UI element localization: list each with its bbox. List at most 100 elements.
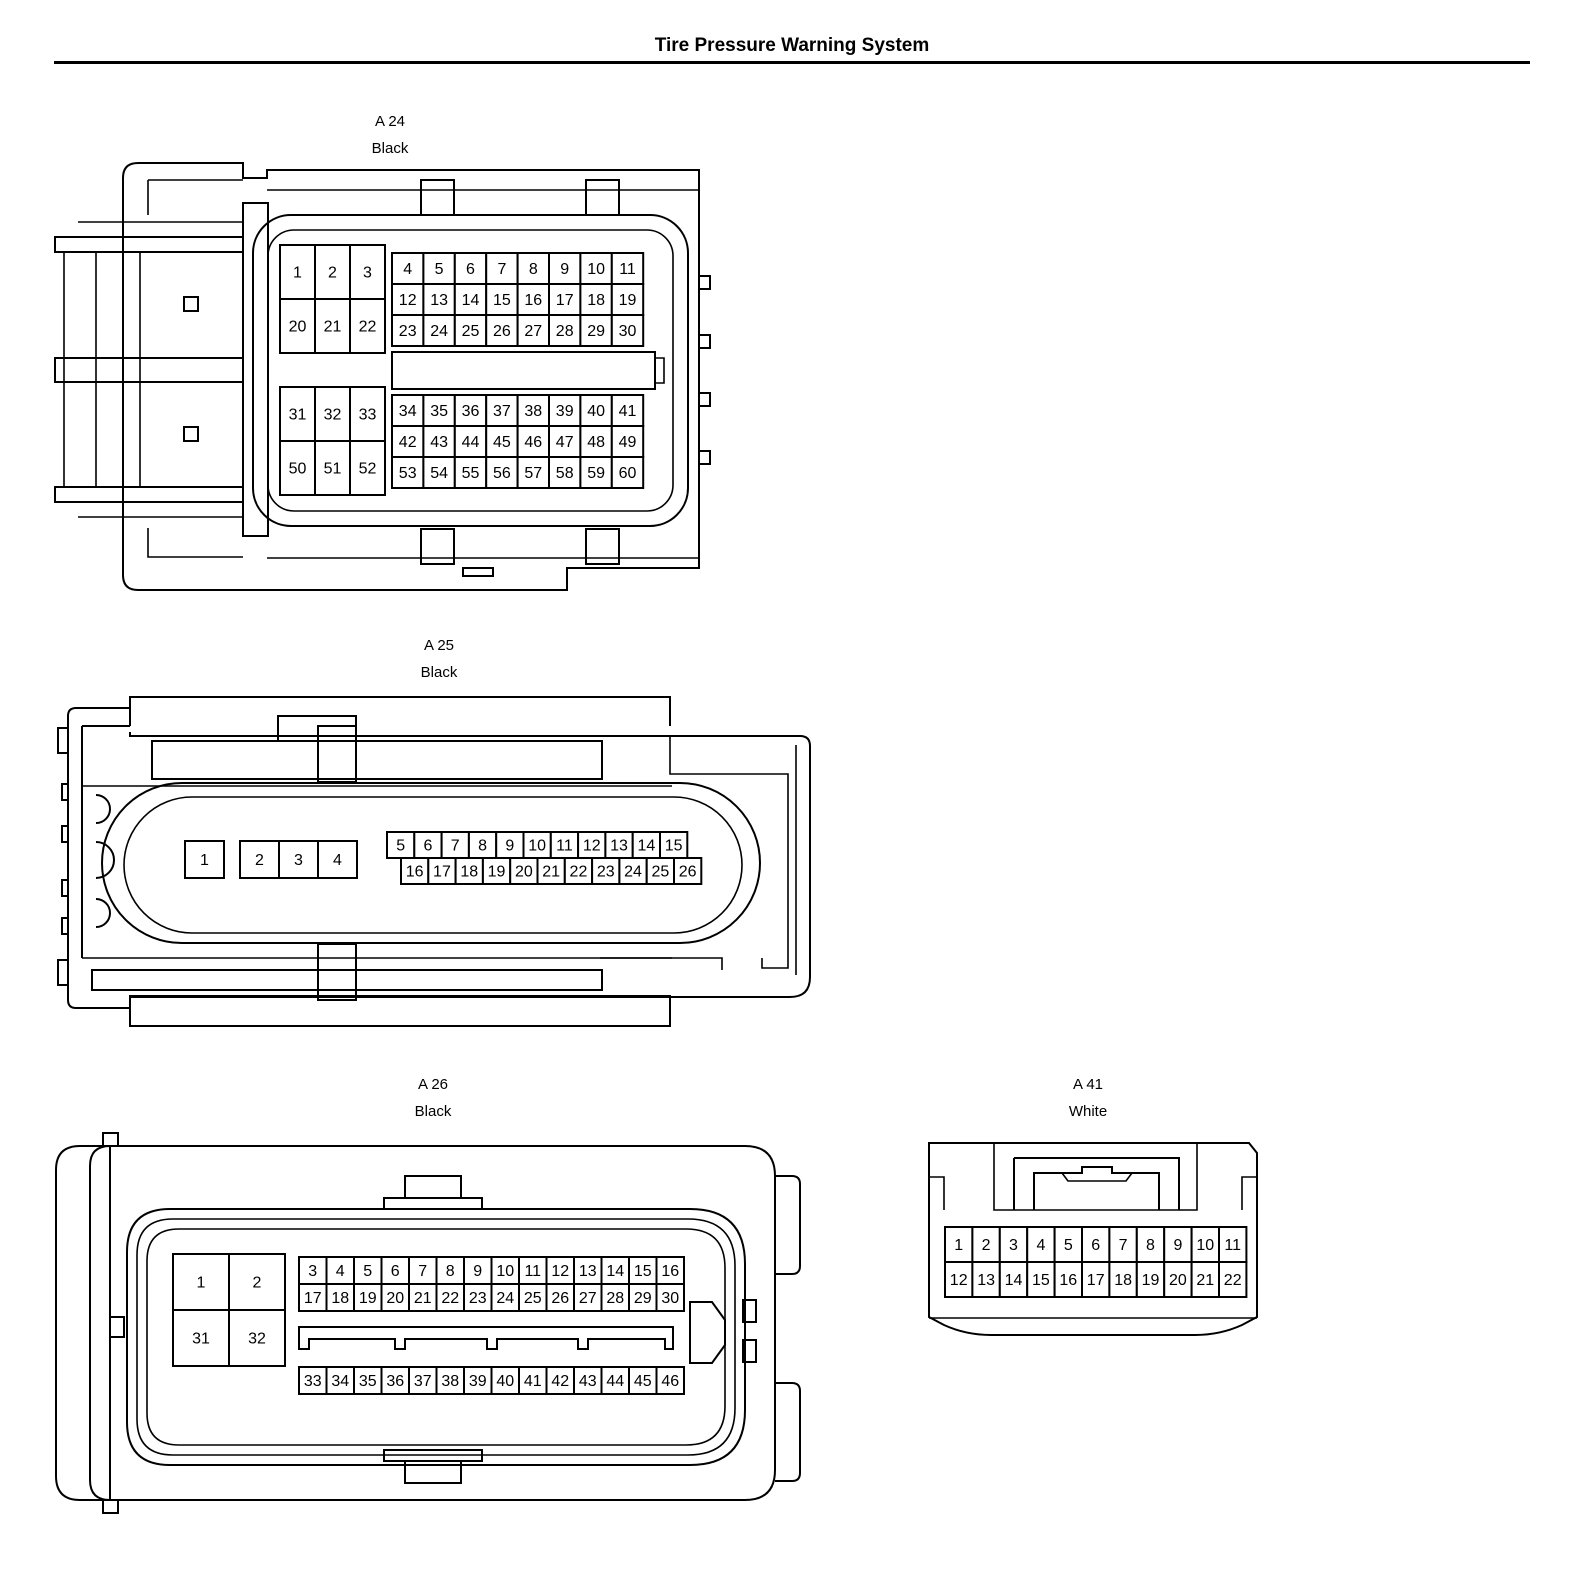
a25-pin-24-label: 24 xyxy=(624,864,642,881)
page-title: Tire Pressure Warning System xyxy=(654,35,930,56)
a26-pin-43-cavity xyxy=(573,1366,603,1395)
a24-pin-12-label: 12 xyxy=(399,292,417,309)
connector-a24-id: A 24 xyxy=(374,113,406,130)
a25-pin-5-label: 5 xyxy=(396,838,405,855)
a24-pin-24-cavity xyxy=(422,314,456,347)
a24-pin-3-label: 3 xyxy=(363,265,372,282)
a24-pin-45-label: 45 xyxy=(493,434,511,451)
a24-pin-26-label: 26 xyxy=(493,323,511,340)
a24-pin-58-cavity xyxy=(548,456,582,489)
a24-pin-52-cavity xyxy=(349,440,386,496)
a41-pin-2-label: 2 xyxy=(982,1237,991,1254)
a25-pin-24-cavity xyxy=(618,857,648,885)
a24-pin-54-label: 54 xyxy=(430,465,448,482)
a24-pin-52-label: 52 xyxy=(359,461,377,478)
a41-pin-5-label: 5 xyxy=(1064,1237,1073,1254)
a26-pin-13-label: 13 xyxy=(579,1263,597,1280)
a41-pin-11-cavity xyxy=(1218,1226,1248,1263)
a26-pin-4-cavity xyxy=(325,1256,355,1285)
a24-pin-56-label: 56 xyxy=(493,465,511,482)
a26-pin-36-cavity xyxy=(380,1366,410,1395)
a26-pin-34-label: 34 xyxy=(331,1373,349,1390)
a26-pin-24-cavity xyxy=(490,1283,520,1312)
a25-pin-19-label: 19 xyxy=(488,864,506,881)
a26-pin-19-label: 19 xyxy=(359,1290,377,1307)
connector-a24-housing xyxy=(54,162,711,591)
a25-pin-15-label: 15 xyxy=(665,838,683,855)
a25-pin-16-cavity xyxy=(400,857,430,885)
a24-pin-59-label: 59 xyxy=(587,465,605,482)
a26-pin-40-label: 40 xyxy=(496,1373,514,1390)
a26-pin-20-label: 20 xyxy=(386,1290,404,1307)
connector-a26-color: Black xyxy=(414,1103,452,1120)
a25-pin-26-cavity xyxy=(673,857,703,885)
a26-pin-43-label: 43 xyxy=(579,1373,597,1390)
a24-pin-51-cavity xyxy=(314,440,351,496)
a24-pin-47-cavity xyxy=(548,425,582,458)
a24-pin-32-cavity xyxy=(314,386,351,442)
a24-pin-25-cavity xyxy=(453,314,488,347)
a26-pin-1-label: 1 xyxy=(197,1275,206,1292)
a26-pin-4-label: 4 xyxy=(336,1263,345,1280)
a41-pin-22-label: 22 xyxy=(1224,1272,1242,1289)
a41-pin-14-cavity xyxy=(998,1261,1029,1298)
a24-pin-11-label: 11 xyxy=(619,261,636,278)
a24-pin-31-cavity xyxy=(279,386,316,442)
a26-pin-22-label: 22 xyxy=(441,1290,459,1307)
a26-pin-36-label: 36 xyxy=(386,1373,404,1390)
a26-pin-20-cavity xyxy=(380,1283,410,1312)
a24-pin-4-label: 4 xyxy=(403,261,412,278)
a41-pin-1-label: 1 xyxy=(954,1237,963,1254)
a41-pin-18-label: 18 xyxy=(1114,1272,1132,1289)
a41-pin-15-label: 15 xyxy=(1032,1272,1050,1289)
a41-pin-16-label: 16 xyxy=(1059,1272,1077,1289)
a26-pin-9-cavity xyxy=(463,1256,493,1285)
page-header: Tire Pressure Warning System xyxy=(0,0,1584,70)
a26-pin-42-label: 42 xyxy=(551,1373,569,1390)
a41-pin-19-cavity xyxy=(1135,1261,1166,1298)
a26-pin-33-label: 33 xyxy=(304,1373,322,1390)
a25-pin-11-cavity xyxy=(549,831,580,859)
a24-pin-33-label: 33 xyxy=(359,407,377,424)
a24-pin-8-label: 8 xyxy=(529,261,538,278)
a41-pin-12-label: 12 xyxy=(950,1272,968,1289)
a24-pin-57-cavity xyxy=(516,456,550,489)
a24-pin-44-label: 44 xyxy=(462,434,480,451)
a26-pin-35-label: 35 xyxy=(359,1373,377,1390)
a25-pin-17-label: 17 xyxy=(433,864,451,881)
connector-a41-housing xyxy=(928,1142,1258,1336)
a25-pin-16-label: 16 xyxy=(406,864,424,881)
a24-pin-40-label: 40 xyxy=(587,403,605,420)
a24-pin-27-cavity xyxy=(516,314,550,347)
a26-pin-19-cavity xyxy=(353,1283,383,1312)
a24-pin-23-cavity xyxy=(391,314,425,347)
a25-pin-9-cavity xyxy=(495,831,525,859)
a41-pin-11-label: 11 xyxy=(1224,1237,1241,1254)
a41-pin-14-label: 14 xyxy=(1005,1272,1023,1289)
a25-pin-7-label: 7 xyxy=(451,838,460,855)
connector-a25-housing xyxy=(57,696,811,1027)
a25-pin-10-label: 10 xyxy=(528,838,546,855)
a26-pin-17-cavity xyxy=(298,1283,328,1312)
a25-pin-22-label: 22 xyxy=(570,864,588,881)
a26-pin-2-label: 2 xyxy=(253,1275,262,1292)
a25-pin-21-label: 21 xyxy=(542,864,560,881)
a26-pin-26-label: 26 xyxy=(551,1290,569,1307)
a26-pin-21-label: 21 xyxy=(414,1290,432,1307)
a24-pin-21-cavity xyxy=(314,298,351,354)
a24-pin-10-label: 10 xyxy=(587,261,605,278)
a24-pin-49-label: 49 xyxy=(619,434,637,451)
a24-pin-43-label: 43 xyxy=(430,434,448,451)
a41-pin-19-label: 19 xyxy=(1142,1272,1160,1289)
a41-pin-4-label: 4 xyxy=(1036,1237,1045,1254)
a24-pin-22-label: 22 xyxy=(359,319,377,336)
a41-pin-13-label: 13 xyxy=(977,1272,995,1289)
a26-pin-15-label: 15 xyxy=(634,1263,652,1280)
a24-pin-50-label: 50 xyxy=(289,461,307,478)
a26-pin-29-label: 29 xyxy=(634,1290,652,1307)
a26-pin-5-cavity xyxy=(353,1256,383,1285)
